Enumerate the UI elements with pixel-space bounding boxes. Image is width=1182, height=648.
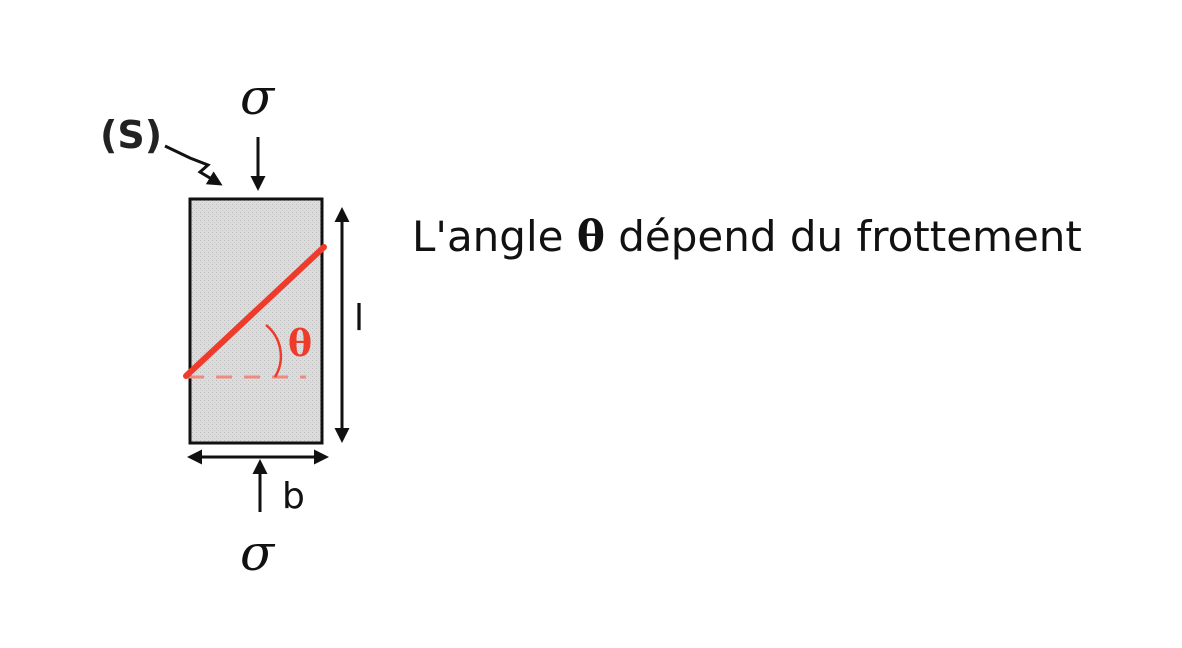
caption-prefix: L'angle	[412, 212, 577, 261]
angle-symbol: θ	[288, 323, 312, 365]
stress-top-symbol: σ	[240, 68, 276, 126]
caption-theta-symbol: θ	[576, 212, 605, 261]
surface-label: (S)	[100, 113, 162, 157]
stress-bottom-symbol: σ	[240, 524, 276, 582]
caption-suffix: dépend du frottement	[604, 212, 1082, 261]
length-label: l	[354, 298, 364, 339]
angle-arc	[265, 324, 283, 378]
sample-block	[188, 197, 324, 445]
surface-pointer-arrow	[164, 144, 223, 186]
width-label: b	[282, 476, 305, 517]
caption-text: L'angle θ dépend du frottement	[412, 212, 1082, 262]
fracture-plane-line	[183, 244, 327, 379]
